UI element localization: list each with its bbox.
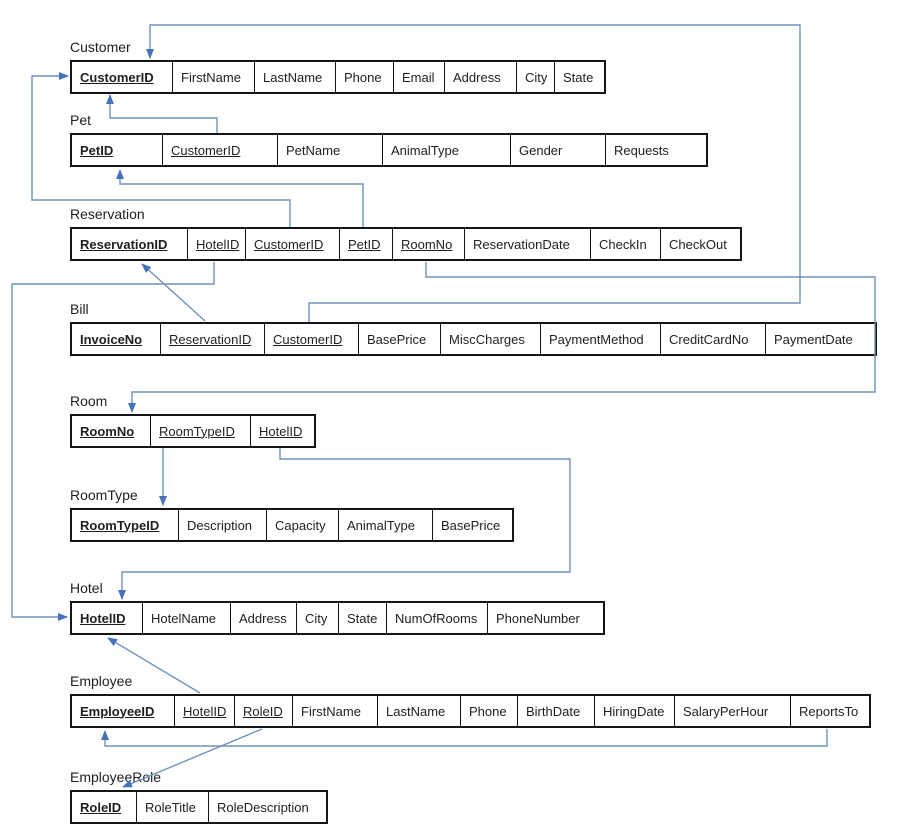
employee-column-reportsto: ReportsTo [790,696,869,726]
employee-column-hotelid: HotelID [174,696,234,726]
table-label-bill: Bill [70,301,89,317]
reservation-column-checkin: CheckIn [590,229,660,259]
reservation-column-checkout: CheckOut [660,229,740,259]
pet-column-petname: PetName [277,135,382,165]
table-label-room: Room [70,393,108,409]
bill-column-invoiceno: InvoiceNo [80,331,143,347]
roomtype-column-roomtypeid: RoomTypeID [80,517,160,533]
customer-column-lastname: LastName [254,62,335,92]
employee-column-employeeid: EmployeeID [80,703,155,719]
table-label-employee: Employee [70,673,133,689]
table-label-hotel: Hotel [70,580,103,596]
bill-column-creditcardno: CreditCardNo [660,324,765,354]
hotel-column-state: State [338,603,386,633]
roomtype-column-baseprice: BasePrice [432,510,512,540]
employeerole-column-roleid: RoleID [80,799,122,815]
pet-column-petid: PetID [80,142,114,158]
employeerole-column-roledescription: RoleDescription [208,792,326,822]
hotel-column-numofrooms: NumOfRooms [386,603,487,633]
pet-column-animaltype: AnimalType [382,135,510,165]
employeerole-column-roletitle: RoleTitle [136,792,208,822]
bill-column-paymentdate: PaymentDate [765,324,875,354]
roomtype-column-description: Description [178,510,266,540]
reservation-column-customerid: CustomerID [245,229,339,259]
table-label-employeerole: EmployeeRole [70,769,162,785]
table-label-customer: Customer [70,39,131,55]
employee-column-lastname: LastName [377,696,460,726]
customer-column-firstname: FirstName [172,62,254,92]
hotel-column-address: Address [230,603,296,633]
employee-column-phone: Phone [460,696,517,726]
pet-column-gender: Gender [510,135,605,165]
employee-column-salaryperhour: SalaryPerHour [674,696,790,726]
room-column-hotelid: HotelID [250,416,314,446]
roomtype-column-capacity: Capacity [266,510,338,540]
bill-column-reservationid: ReservationID [160,324,264,354]
customer-column-phone: Phone [335,62,393,92]
hotel-column-phonenumber: PhoneNumber [487,603,603,633]
relationship-employee-reportsto-to-employeeid [101,729,828,747]
table-label-reservation: Reservation [70,206,145,222]
pet-column-requests: Requests [605,135,706,165]
customer-column-customerid: CustomerID [80,69,154,85]
relationship-pet-customerid-to-customer [106,94,218,133]
relationship-reservation-petid-to-pet [116,169,364,227]
bill-column-misccharges: MiscCharges [440,324,540,354]
bill-column-baseprice: BasePrice [358,324,440,354]
employee-column-hiringdate: HiringDate [594,696,674,726]
customer-column-state: State [554,62,604,92]
hotel-column-hotelname: HotelName [142,603,230,633]
reservation-column-hotelid: HotelID [187,229,245,259]
hotel-column-city: City [296,603,338,633]
bill-column-customerid: CustomerID [264,324,358,354]
reservation-column-reservationid: ReservationID [80,236,168,252]
room-column-roomno: RoomNo [80,423,135,439]
employee-column-firstname: FirstName [292,696,377,726]
customer-column-email: Email [393,62,444,92]
customer-column-city: City [516,62,554,92]
hotel-column-hotelid: HotelID [80,610,126,626]
reservation-column-roomno: RoomNo [392,229,464,259]
bill-column-paymentmethod: PaymentMethod [540,324,660,354]
relationship-bill-reservationid-to-reservation [141,263,206,322]
room-column-roomtypeid: RoomTypeID [150,416,250,446]
customer-column-address: Address [444,62,516,92]
pet-column-customerid: CustomerID [162,135,277,165]
employee-column-roleid: RoleID [234,696,292,726]
table-label-roomtype: RoomType [70,487,138,503]
employee-column-birthdate: BirthDate [517,696,594,726]
reservation-column-petid: PetID [339,229,392,259]
roomtype-column-animaltype: AnimalType [338,510,432,540]
table-label-pet: Pet [70,112,92,128]
reservation-column-reservationdate: ReservationDate [464,229,590,259]
